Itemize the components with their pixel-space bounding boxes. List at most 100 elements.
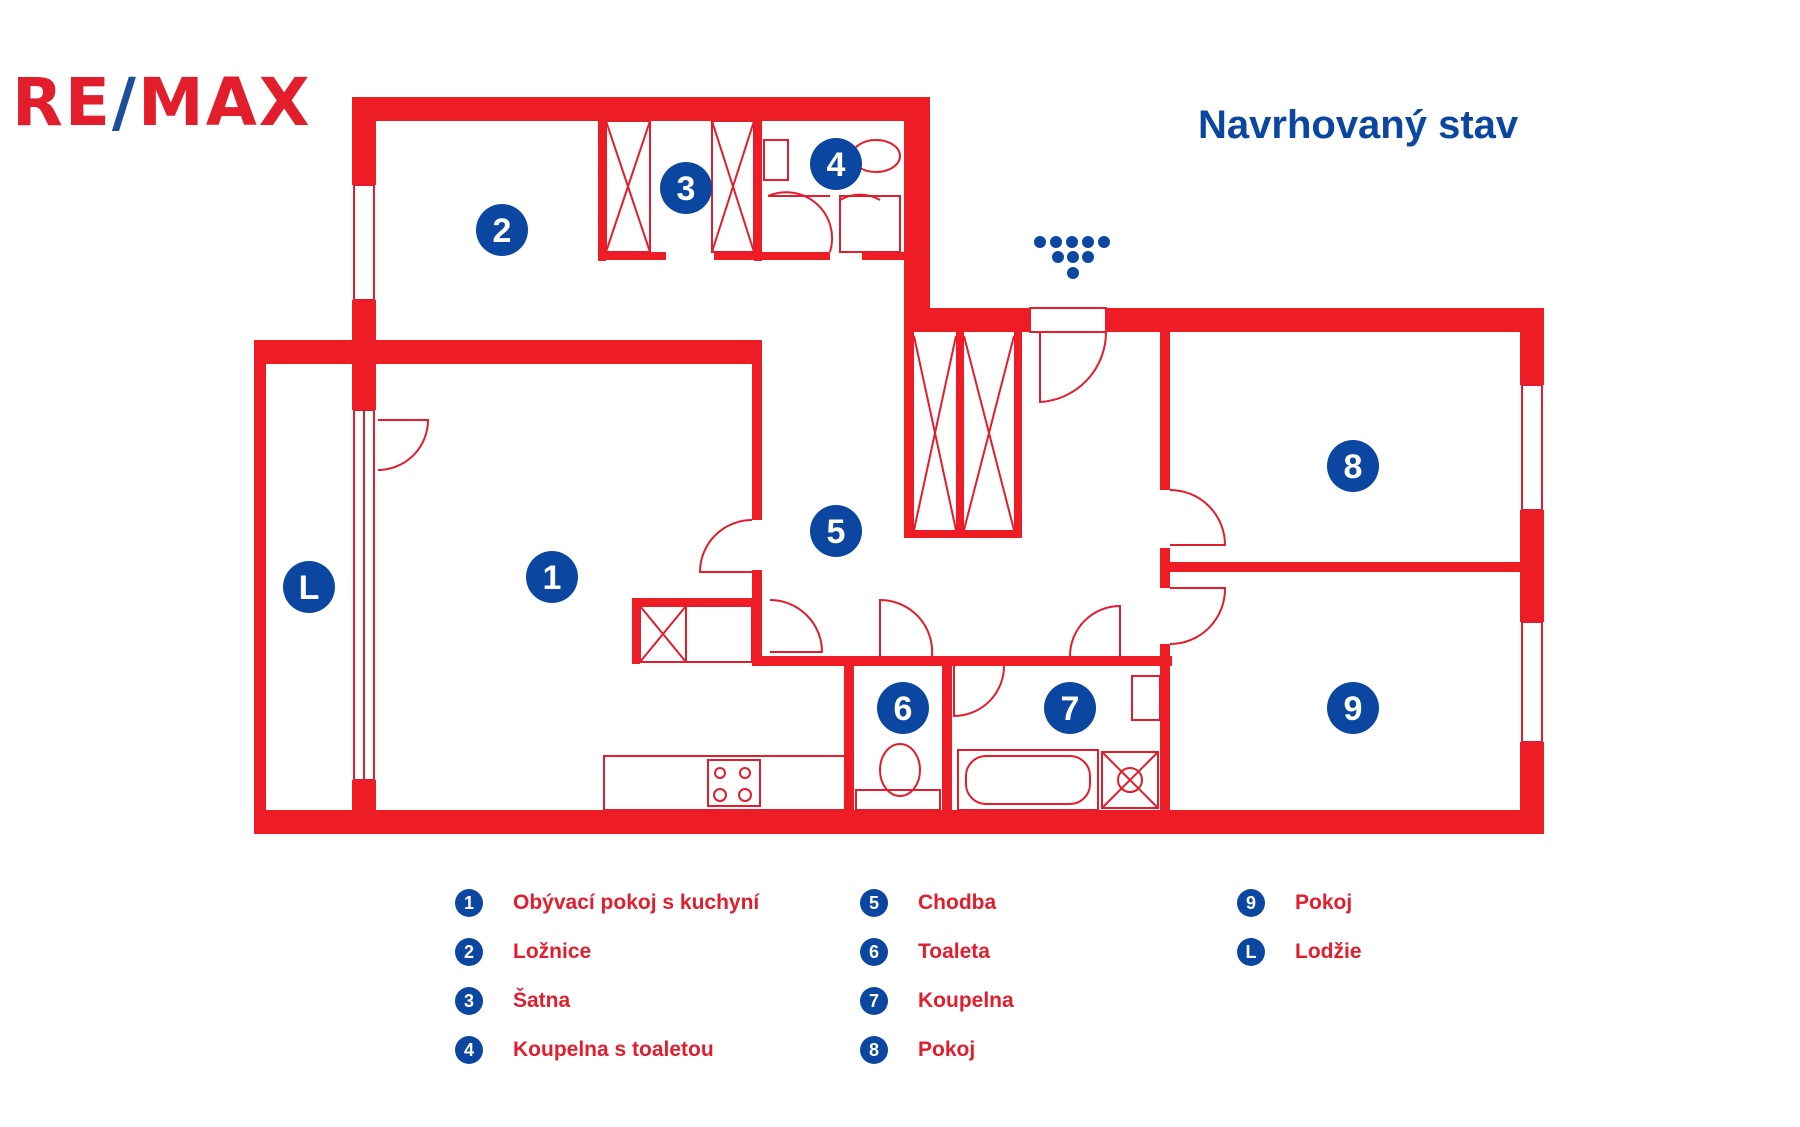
room-badge-label: 3 [677,170,696,208]
room-badge-label: 4 [827,146,846,184]
door-swing [769,599,824,653]
wall [714,252,762,260]
legend-badge: 6 [860,938,888,966]
toilet [879,743,921,797]
wall [904,332,914,538]
wall [762,252,830,260]
burner [738,788,752,802]
plan-title: Navrhovaný stav [1198,103,1519,147]
shower-arc [839,193,881,201]
burner [714,767,726,779]
legend-item: L Lodžie [1237,936,1362,968]
legend-label: Obývací pokoj s kuchyní [513,891,760,914]
legend-badge: L [1237,938,1265,966]
wall [752,570,762,664]
wall [752,656,1172,666]
wall [956,332,964,532]
wardrobe-unit [605,120,651,253]
wall [352,97,376,185]
wall [598,252,666,260]
window [1521,621,1543,743]
door-swing [377,419,430,471]
window [353,184,375,301]
legend-label: Šatna [513,989,571,1012]
wall [1106,308,1544,332]
wall [598,121,606,261]
bathtub-inner [965,755,1091,805]
wall [904,530,1022,538]
room-badge-label: 2 [493,212,512,250]
legend-label: Lodžie [1295,940,1362,963]
room-badge-2 [476,204,528,256]
bathtub [957,749,1099,811]
wall [752,340,762,520]
wall [632,598,640,664]
fixtures [377,120,1227,811]
wall [942,656,952,824]
wall [844,656,854,824]
x-line [913,335,957,531]
room-badge-1 [526,551,578,603]
wall [1160,562,1532,572]
windows [353,184,1543,781]
room-badge-6 [877,682,929,734]
legend-label: Pokoj [918,1038,976,1061]
legend-item: 9 Pokoj [1237,887,1352,919]
door-opening [1029,307,1107,333]
burner [739,767,751,779]
tank [855,789,941,811]
door-swing [1039,331,1108,404]
room-badge-7 [1044,682,1096,734]
x-line [963,335,1015,531]
room-badge-5 [810,505,862,557]
washer-drum [1117,767,1143,793]
legend-item: 3 Šatna [455,985,570,1017]
door-swing [1169,587,1227,645]
wall [254,340,266,834]
room-badge-label: L [299,569,320,607]
wall [632,598,762,606]
legend-item: 4 Koupelna s toaletou [455,1034,714,1066]
wall [254,810,1544,834]
room-badge-4 [810,138,862,190]
room-badge-label: 8 [1344,448,1363,486]
legend-label: Koupelna [918,989,1014,1012]
x-line [1101,751,1159,809]
wall [904,97,930,332]
pantry-unit [685,605,753,663]
legend-badge: 8 [860,1036,888,1064]
door-swing [1069,604,1121,657]
door-swing [953,665,1005,718]
sink [763,139,789,181]
room-badge-label: 7 [1061,690,1080,728]
legend-badge: 2 [455,938,483,966]
sink [1131,675,1161,721]
legend-badge: 3 [455,987,483,1015]
window [1521,384,1543,511]
room-badge-8 [1327,440,1379,492]
legend-badge: 4 [455,1036,483,1064]
legend-label: Chodba [918,891,997,914]
wall [862,252,914,260]
compass-dots-icon [1034,236,1110,279]
legend-badge: 7 [860,987,888,1015]
legend-label: Toaleta [918,940,990,963]
x-line [711,120,755,253]
room-badge-label: 1 [543,559,562,597]
legend-badge: 9 [1237,889,1265,917]
wall [254,340,754,364]
wardrobe-unit [711,120,755,253]
remax-logo: RE/MAX [12,64,312,141]
legend-item: 6 Toaleta [860,936,990,968]
legend-label: Pokoj [1295,891,1353,914]
legend-label: Koupelna s toaletou [513,1038,714,1061]
burner [713,788,727,802]
wall [904,308,1029,332]
wall [1160,332,1170,490]
legend-item: 8 Pokoj [860,1034,975,1066]
stove [707,759,761,807]
